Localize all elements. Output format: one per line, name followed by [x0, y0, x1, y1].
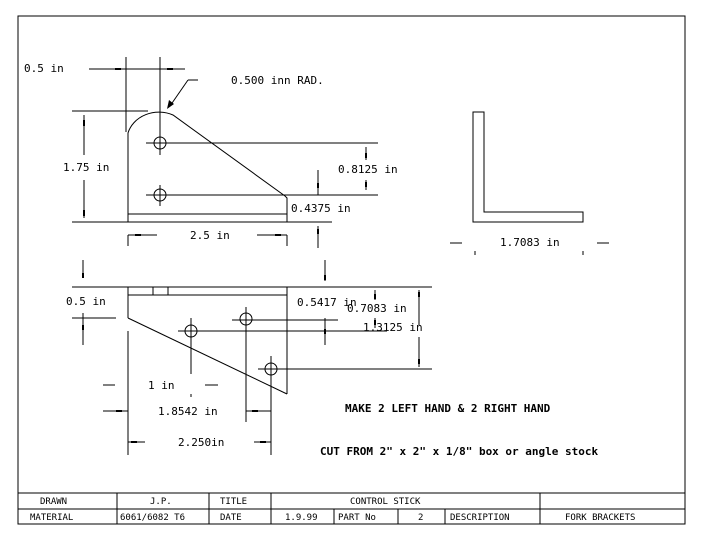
dim-hole-edge: 0.4375 in: [291, 202, 351, 215]
end-view: 1.7083 in: [450, 111, 609, 255]
dim-a: 0.5417 in: [297, 296, 357, 309]
dim-d: 1 in: [148, 379, 175, 392]
dim-length: 2.5 in: [190, 229, 230, 242]
material-value: 6061/6082 T6: [120, 513, 185, 523]
angle-section: [472, 111, 584, 223]
description-label: DESCRIPTION: [450, 513, 510, 523]
description-value: FORK BRACKETS: [565, 513, 635, 523]
sheet-border: [17, 15, 686, 525]
dim-height: 1.75 in: [63, 161, 109, 174]
side-view: 0.5 in 0.5417 in 0.7083 in 1.3125 in 1 i…: [66, 260, 432, 455]
dim-c: 1.3125 in: [363, 321, 423, 334]
drawn-value: J.P.: [150, 497, 172, 507]
date-value: 1.9.99: [285, 513, 318, 523]
title-value: CONTROL STICK: [350, 497, 421, 507]
note-make: MAKE 2 LEFT HAND & 2 RIGHT HAND: [345, 402, 551, 415]
part-value: 2: [418, 513, 423, 523]
dim-offset: 0.5 in: [24, 62, 64, 75]
title-label: TITLE: [220, 497, 247, 507]
material-label: MATERIAL: [30, 513, 73, 523]
note-cut: CUT FROM 2" x 2" x 1/8" box or angle sto…: [320, 445, 599, 458]
dim-radius: 0.500 inn RAD.: [231, 74, 324, 87]
dim-e: 1.8542 in: [158, 405, 218, 418]
dim-f: 2.250in: [178, 436, 224, 449]
title-block: DRAWN J.P. TITLE CONTROL STICK MATERIAL …: [18, 492, 685, 524]
dim-hole-spacing: 0.8125 in: [338, 163, 398, 176]
top-view: 0.5 in 0.500 inn RAD. 1.75 in 0.8125 in …: [24, 57, 398, 248]
dim-left: 0.5 in: [66, 295, 106, 308]
dim-width: 1.7083 in: [500, 236, 560, 249]
part-label: PART No: [338, 513, 376, 523]
top-view-outline: [127, 111, 288, 222]
dim-b: 0.7083 in: [347, 302, 407, 315]
drawn-label: DRAWN: [40, 497, 67, 507]
date-label: DATE: [220, 513, 242, 523]
